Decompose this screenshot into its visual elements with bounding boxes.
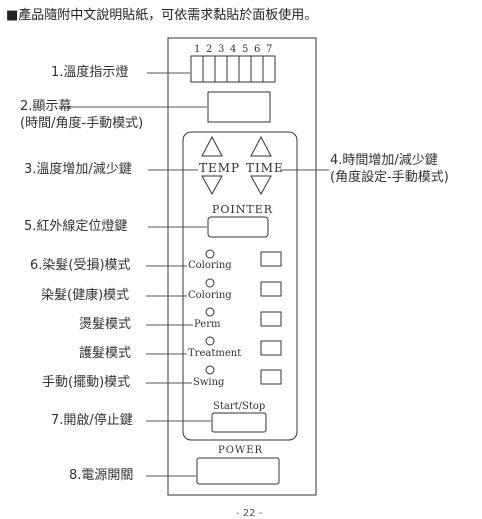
callout-temp-indicator: 1.溫度指示燈	[51, 65, 129, 80]
callout-time-keys: 4.時間增加/減少鍵	[330, 153, 438, 168]
page-number: - 22 -	[236, 508, 263, 519]
time-label: TIME	[246, 161, 284, 175]
perm-button	[260, 311, 282, 327]
led-number: 1	[194, 44, 201, 55]
swing-label: Swing	[193, 377, 225, 388]
coloring-damaged-led	[205, 249, 215, 259]
callout-display-note: (時間/角度-手動模式)	[20, 116, 144, 131]
callout-pointer-key: 5.紅外線定位燈鍵	[24, 219, 128, 234]
callout-coloring-healthy: 染髮(健康)模式	[41, 288, 130, 303]
display-screen	[207, 91, 271, 123]
led-number: 2	[206, 44, 213, 55]
callout-display: 2.顯示幕	[20, 99, 72, 114]
treatment-label: Treatment	[188, 348, 242, 359]
pointer-button	[207, 216, 269, 238]
callout-perm: 燙髮模式	[79, 317, 132, 332]
coloring-healthy-button	[260, 281, 282, 297]
temp-led	[262, 55, 276, 83]
callout-power: 8.電源開關	[69, 468, 134, 483]
start-stop-label: Start/Stop	[213, 401, 266, 412]
pointer-label: POINTER	[212, 203, 274, 216]
coloring-damaged-label: Coloring	[188, 260, 232, 271]
coloring-damaged-button	[260, 251, 282, 267]
callout-temp-keys: 3.溫度增加/減少鍵	[24, 162, 132, 177]
swing-button	[260, 369, 282, 385]
callout-coloring-damaged: 6.染髮(受損)模式	[30, 258, 131, 273]
temp-up-key	[201, 135, 223, 157]
time-up-key	[250, 135, 272, 157]
temp-led	[190, 55, 204, 83]
perm-led	[205, 307, 215, 317]
temp-led	[250, 55, 264, 83]
time-down-key	[250, 175, 272, 196]
coloring-healthy-label: Coloring	[188, 290, 232, 301]
temp-led	[202, 55, 216, 83]
led-number: 5	[242, 44, 249, 55]
swing-led	[205, 365, 215, 375]
leader-lines	[67, 72, 329, 477]
temp-led	[238, 55, 252, 83]
callout-time-keys-note: (角度設定-手動模式)	[330, 170, 449, 185]
temp-led-row	[190, 55, 276, 83]
header-note: ■產品隨附中文說明貼紙，可依需求黏貼於面板使用。	[6, 8, 318, 23]
power-button	[196, 457, 280, 485]
temp-down-key	[201, 175, 223, 196]
temp-led	[214, 55, 228, 83]
led-number: 4	[230, 44, 237, 55]
power-label: POWER	[218, 445, 264, 456]
temp-led	[226, 55, 240, 83]
led-number: 3	[218, 44, 225, 55]
control-section	[182, 131, 298, 441]
callout-swing: 手動(擺動)模式	[42, 375, 131, 390]
treatment-led	[205, 336, 215, 346]
temp-label: TEMP	[199, 161, 241, 175]
treatment-button	[260, 340, 282, 356]
led-number: 6	[254, 44, 261, 55]
perm-label: Perm	[194, 319, 221, 330]
coloring-healthy-led	[205, 278, 215, 288]
callout-start-stop: 7.開啟/停止鍵	[51, 413, 133, 428]
start-stop-button	[211, 412, 267, 433]
led-number: 7	[266, 44, 273, 55]
callout-treatment: 護髮模式	[79, 346, 132, 361]
